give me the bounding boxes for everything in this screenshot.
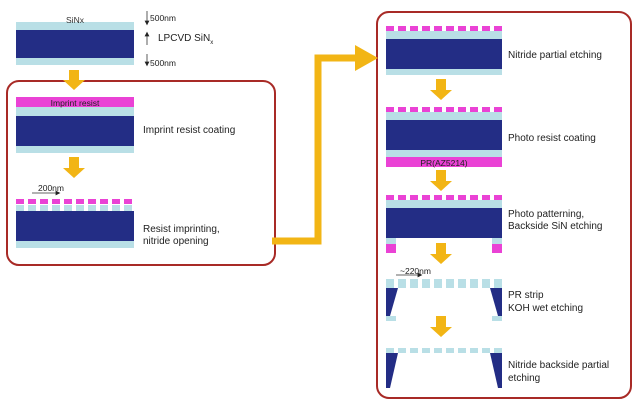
step-patterning-line2: Backside SiN etching (508, 221, 603, 232)
step-imprint-coating: Imprint resist coating (143, 125, 236, 136)
process-arrow-1 (63, 70, 85, 90)
wafer-stack-backside-etched (386, 348, 502, 388)
lpcvd-label: LPCVD SiNx (158, 33, 214, 46)
left-process-frame (6, 80, 276, 266)
right-process-frame (376, 11, 632, 399)
step-imprinting-line2: nitride opening (143, 236, 209, 247)
sinx-layer-label: SiNx (66, 15, 84, 25)
wafer-stack-photo-patterning (386, 195, 502, 253)
step-nitride-partial: Nitride partial etching (508, 50, 602, 61)
pitch-label-200nm: 200nm (38, 183, 64, 193)
process-arrow-3 (430, 79, 452, 100)
step-photo-resist: Photo resist coating (508, 133, 596, 144)
wafer-stack-imprinted (16, 199, 134, 248)
step-backside-line1: Nitride backside partial (508, 360, 610, 371)
step-pr-strip-line1: PR strip (508, 290, 544, 301)
imprint-resist-label: Imprint resist (50, 98, 100, 108)
pitch-label-220nm: ~220nm (400, 266, 431, 276)
wafer-stack-imprint-resist (16, 97, 134, 153)
process-arrow-5 (430, 243, 452, 264)
wafer-stack-initial (16, 22, 134, 65)
step-pr-strip-line2: KOH wet etching (508, 303, 584, 314)
wafer-stack-nitride-partial (386, 26, 502, 75)
step-patterning-line1: Photo patterning, (508, 209, 585, 220)
process-arrow-6 (430, 316, 452, 337)
process-arrow-2 (63, 157, 85, 178)
bottom-thickness-label: 500nm (150, 58, 176, 68)
process-arrow-4 (430, 170, 452, 191)
pr-layer-label: PR(AZ5214) (420, 158, 468, 168)
step-imprinting-line1: Resist imprinting, (143, 224, 220, 235)
top-thickness-label: 500nm (150, 13, 176, 23)
wafer-stack-koh-etched (386, 279, 502, 321)
wafer-stack-photo-resist (386, 107, 502, 167)
connector-arrow (272, 54, 360, 245)
step-backside-line2: etching (508, 373, 541, 384)
